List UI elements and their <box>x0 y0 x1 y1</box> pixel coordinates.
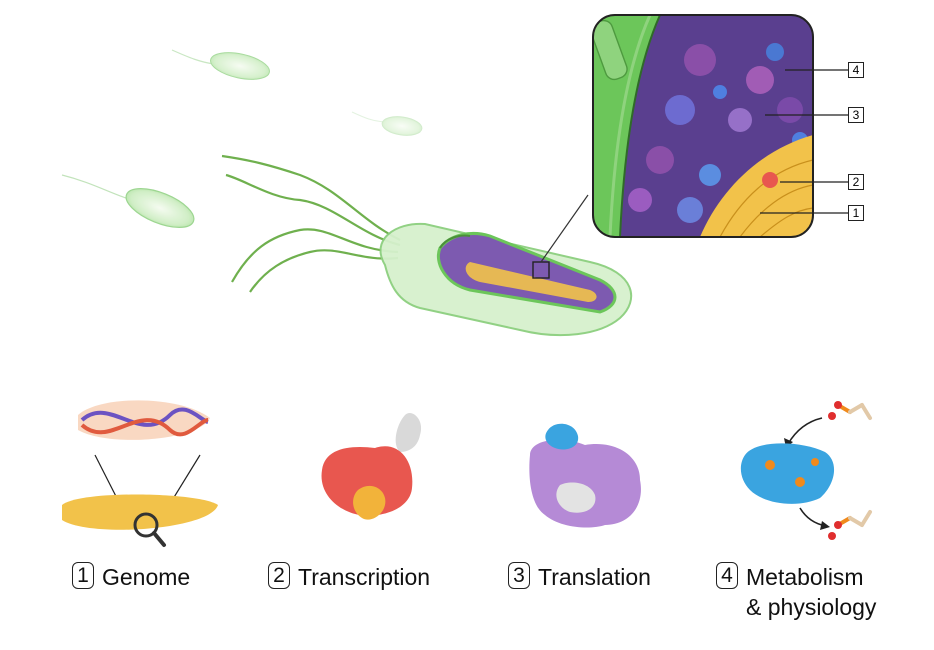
callout-2: 2 <box>848 174 864 190</box>
stage-title-transcription: Transcription <box>298 564 431 590</box>
callout-leaders <box>760 69 848 214</box>
stage-number-3: 3 <box>508 562 530 589</box>
main-bacterium <box>379 222 633 337</box>
stage-label-metabolism: 4 Metabolism & physiology <box>716 562 876 622</box>
rna-polymerase <box>762 172 778 188</box>
magnifier-icon <box>133 512 166 547</box>
arrow-icon <box>787 417 823 445</box>
stage-label-genome: 1 Genome <box>72 562 190 592</box>
small-bacterium-left <box>61 174 195 228</box>
stage-number-1: 1 <box>72 562 94 589</box>
stage-title-physiology: & physiology <box>746 594 877 620</box>
stage-number-4: 4 <box>716 562 738 589</box>
metabolism-illustration <box>740 401 872 540</box>
translation-illustration <box>529 423 641 528</box>
stage-label-translation: 3 Translation <box>508 562 651 592</box>
flagella <box>221 154 401 293</box>
genome-illustration <box>62 400 218 547</box>
stage-number-2: 2 <box>268 562 290 589</box>
stage-label-transcription: 2 Transcription <box>268 562 430 592</box>
callout-1: 1 <box>848 205 864 221</box>
stage-title-translation: Translation <box>538 564 651 590</box>
stage-title-metabolism: Metabolism <box>746 564 864 590</box>
inset-panel <box>592 14 814 238</box>
callout-4: 4 <box>848 62 864 78</box>
stage-title-genome: Genome <box>102 564 191 590</box>
substrate-molecule <box>828 401 872 420</box>
enzyme <box>740 443 835 504</box>
small-bacterium-top <box>171 49 270 80</box>
transcription-illustration <box>321 412 422 520</box>
zoom-connector-line <box>540 194 589 263</box>
callout-3: 3 <box>848 107 864 123</box>
stage-title-metabolism-block: Metabolism & physiology <box>746 562 876 622</box>
product-molecule <box>828 510 872 540</box>
small-bacterium-mid <box>351 111 423 136</box>
